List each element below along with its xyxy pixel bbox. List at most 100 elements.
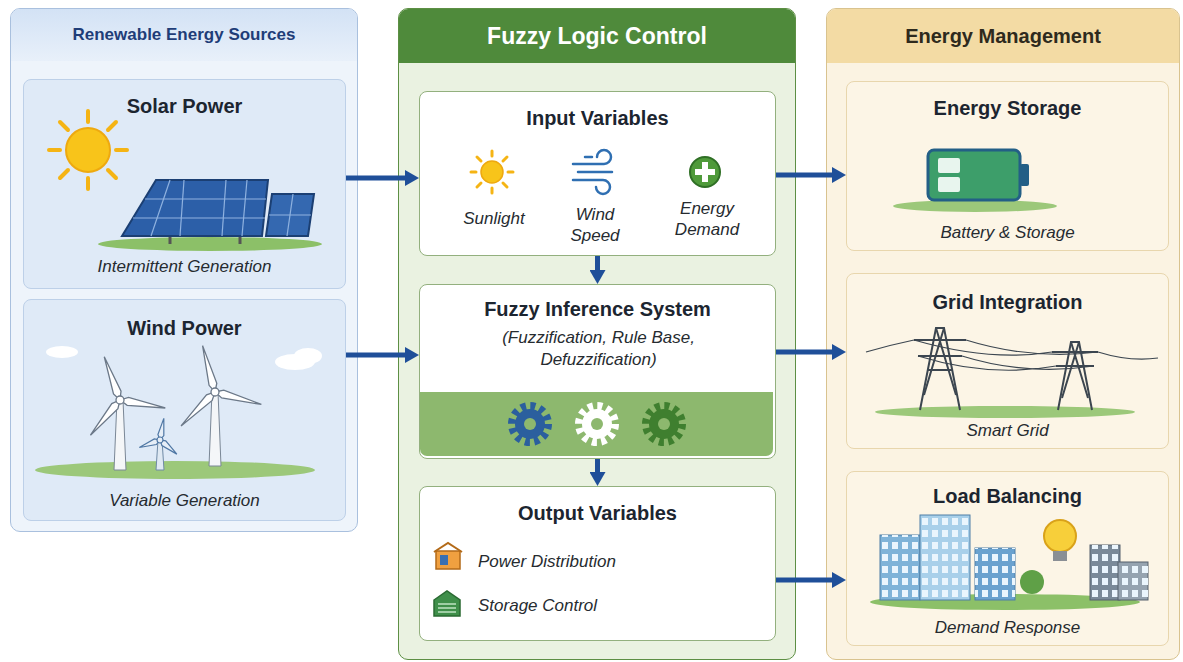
transmission-towers: [866, 340, 1158, 359]
gear-band: [649, 409, 679, 439]
content-box: Load BalancingDemand Response: [846, 471, 1169, 646]
storage-control-icon: [434, 591, 460, 616]
wind-turbines: [275, 354, 315, 370]
text-holder: Grid Integration: [847, 290, 1168, 314]
box-label: Demand Response: [853, 617, 1162, 639]
solar-panel: [239, 236, 242, 244]
solar-panel: [169, 236, 172, 244]
transmission-towers: [914, 328, 966, 395]
content-box: Solar PowerIntermittent Generation: [23, 79, 346, 289]
gear-band: [646, 406, 682, 442]
sunlight-icon: [477, 157, 481, 161]
column-panel: Energy StorageBattery & StorageGrid Inte…: [826, 8, 1180, 660]
storage-control-icon: [434, 591, 460, 616]
battery-icon: [1020, 164, 1029, 186]
sun-icon: [108, 170, 116, 178]
solar-panel: [269, 194, 311, 236]
flow-arrow: [346, 353, 409, 358]
wind-turbines: [156, 440, 164, 470]
wind-turbines: [294, 348, 322, 364]
flow-arrow: [595, 256, 600, 274]
transmission-towers: [1058, 342, 1092, 410]
energy-demand-icon: [695, 169, 715, 175]
sunlight-icon: [477, 183, 481, 187]
sun-icon: [60, 170, 68, 178]
wind-icon: [585, 156, 592, 159]
flow-arrow: [776, 173, 836, 178]
city-buildings: [1118, 562, 1148, 600]
box-label: Storage Control: [478, 595, 756, 617]
content-box: Fuzzy Inference System (Fuzzification, Ru…: [419, 284, 776, 459]
text-holder: Output Variables: [420, 501, 775, 525]
wind-turbines: [87, 397, 123, 437]
text-holder: Fuzzy Inference System: [420, 297, 775, 321]
box-title: Energy Storage: [853, 96, 1162, 120]
text-holder: Energy Storage: [847, 96, 1168, 120]
box-label: Smart Grid: [853, 420, 1162, 442]
wind-turbines: [157, 418, 167, 441]
box-title: Energy Management: [905, 25, 1101, 48]
transmission-towers: [914, 340, 1098, 370]
sunlight-icon: [481, 161, 503, 183]
sunlight-icon: [508, 171, 513, 174]
sun-icon: [86, 111, 90, 122]
sunlight-icon: [471, 171, 476, 174]
content-box: Grid IntegrationSmart Grid: [846, 273, 1169, 449]
gear-band: [658, 418, 670, 430]
solar-panel: [151, 180, 170, 236]
battery-icon: [928, 150, 1020, 200]
column-panel: Input VariablesSunlightWind SpeedEnergy …: [398, 8, 796, 660]
solar-panel: [98, 237, 322, 251]
solar-panel: [133, 180, 266, 236]
city-buildings: [975, 548, 1015, 600]
text-holder: Wind Speed: [560, 204, 630, 247]
text-holder: Wind Power: [24, 316, 345, 340]
solar-panel: [266, 194, 314, 236]
city-buildings: [880, 535, 920, 600]
wind-turbines: [46, 346, 78, 358]
solar-panel: [222, 180, 226, 236]
wind-turbines: [209, 392, 221, 466]
gear-band: [591, 418, 603, 430]
transmission-towers: [866, 328, 1158, 418]
header-band: Fuzzy Logic Control: [399, 9, 795, 63]
content-box: Energy StorageBattery & Storage: [846, 81, 1169, 251]
transmission-towers: [920, 328, 960, 410]
sunlight-icon: [491, 188, 494, 193]
wind-turbines: [116, 396, 124, 404]
energy-demand-icon: [690, 157, 720, 187]
content-box: Wind PowerVariable Generation: [23, 299, 346, 521]
header-band: Renewable Energy Sources: [11, 9, 357, 61]
text-holder: Smart Grid: [847, 420, 1168, 442]
text-holder: Intermittent Generation: [24, 256, 345, 278]
energy-demand-icon: [690, 157, 720, 187]
sun-icon: [49, 148, 60, 152]
text-holder: Variable Generation: [24, 490, 345, 512]
sunlight-icon: [471, 151, 513, 193]
content-box: Input VariablesSunlightWind SpeedEnergy …: [419, 91, 776, 256]
city-buildings: [1044, 520, 1076, 552]
solar-panel: [287, 194, 293, 236]
wind-turbines: [199, 345, 219, 393]
wind-icon: [573, 180, 610, 194]
text-holder: Demand Response: [847, 617, 1168, 639]
sun-icon: [49, 111, 127, 189]
solar-panel: [269, 214, 311, 215]
gear-band: [420, 392, 773, 456]
box-title: Renewable Energy Sources: [73, 25, 296, 45]
box-title: Fuzzy Logic Control: [487, 23, 707, 50]
wind-turbines: [158, 438, 179, 457]
solar-panel: [180, 180, 184, 236]
solar-panel: [122, 180, 268, 236]
sunlight-icon: [503, 183, 507, 187]
box-label: (Fuzzification, Rule Base, Defuzzificati…: [466, 327, 731, 371]
city-buildings: [1090, 545, 1120, 600]
gear-band: [579, 406, 615, 442]
storage-control-icon: [438, 611, 456, 613]
solar-panel: [145, 198, 266, 199]
wind-icon: [573, 150, 612, 194]
transmission-towers: [1052, 342, 1098, 398]
text-holder: Battery & Storage: [847, 222, 1168, 244]
sunlight-icon: [503, 157, 507, 161]
